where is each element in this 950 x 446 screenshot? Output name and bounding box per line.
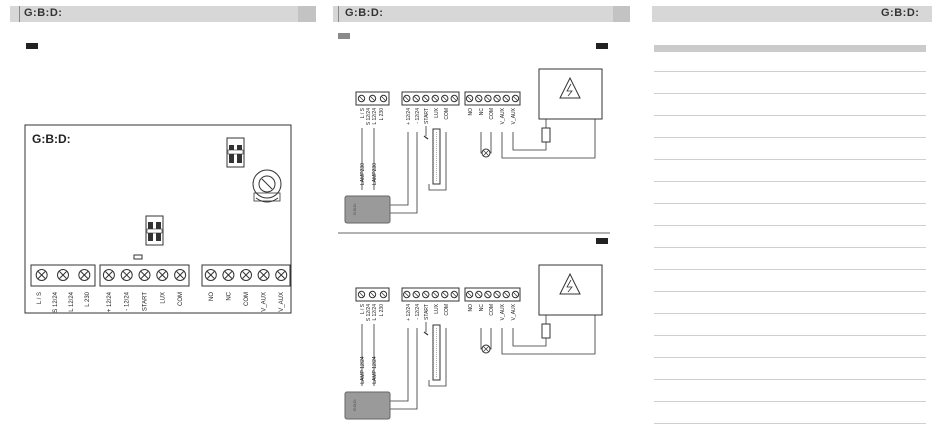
table-row-rule (654, 137, 926, 138)
diagram-terminal-label: NC (479, 304, 485, 312)
page2-logo: G:B:D: (345, 7, 384, 19)
page1-header (10, 6, 316, 22)
terminal-label: L / S (37, 292, 43, 304)
terminal-label: - 12/24 (125, 291, 131, 310)
diagram-terminal-block (401, 287, 460, 302)
terminal-label: L 12/24 (69, 291, 75, 311)
diagram-terminal-label: LUX (434, 107, 440, 117)
diagram-terminal-label: L 12/24 (372, 108, 378, 125)
terminal-label: + 12/24 (107, 291, 113, 312)
diagram-terminal-label: + 12/24 (406, 304, 412, 321)
page1-logo: G:B:D: (24, 7, 63, 19)
diagram-terminal-label: COM (444, 108, 450, 120)
diagram-terminal-label: L 230 (379, 304, 385, 317)
diagram-terminal-label: L 12/24 (372, 304, 378, 321)
board-logo: G:B:D: (32, 132, 71, 146)
module-logo: G:B:D: (352, 399, 357, 411)
page2-header-separator (338, 6, 339, 22)
table-row-rule (654, 159, 926, 160)
terminal-label: S 12/24 (53, 291, 59, 312)
resistor (541, 127, 551, 143)
table-row-rule (654, 269, 926, 270)
diagram-bottom-mark (596, 238, 608, 244)
terminal-label: COM (178, 292, 184, 306)
diagram-terminal-label: S 12/24 (366, 108, 372, 125)
page2-section-mark (338, 33, 350, 39)
page3-logo: G:B:D: (881, 7, 920, 19)
diagram-terminal-label: S 12/24 (366, 304, 372, 321)
diagram-terminal-label: L 230 (379, 108, 385, 121)
table-row-rule (654, 335, 926, 336)
table-row-rule (654, 313, 926, 314)
lamp-label: LAMP 12/24 (372, 356, 378, 384)
terminal-label: V_AUX (279, 292, 285, 312)
lamp-label: LAMP 12/24 (360, 356, 366, 384)
table-row-rule (654, 181, 926, 182)
page1-header-separator (19, 6, 20, 22)
diagram-terminal-label: NO (468, 108, 474, 116)
table-row-rule (654, 379, 926, 380)
table-row-rule (654, 115, 926, 116)
diagram-terminal-label: V_AUX (500, 107, 506, 124)
warning-icon (559, 76, 581, 99)
page1-header-tab (298, 6, 316, 22)
diagram-terminal-label: COM (489, 108, 495, 120)
table-row-rule (654, 203, 926, 204)
page2-header (333, 6, 630, 22)
table-header-bar (654, 45, 926, 52)
module-logo: G:B:D: (352, 203, 357, 215)
terminal-label: NC (226, 291, 232, 300)
diagram-terminal-label: L / S (360, 303, 366, 314)
receiver-module (344, 195, 391, 224)
table-row-rule (654, 423, 926, 424)
table-row-rule (654, 357, 926, 358)
table-row-rule (654, 247, 926, 248)
diagram-terminal-label: START (424, 108, 430, 124)
diagram-terminal-label: V_AUX (511, 107, 517, 124)
table-row-rule (654, 225, 926, 226)
terminal-label: V_AUX (262, 292, 268, 312)
terminal-label: START (143, 292, 149, 311)
page1-section-mark (26, 43, 38, 49)
diagram-terminal-label: LUX (434, 303, 440, 313)
receiver-module (344, 391, 391, 420)
table-row-rule (654, 401, 926, 402)
load-box (538, 264, 603, 316)
terminal-label: LUX (160, 292, 166, 304)
terminal-label: NO (209, 292, 215, 301)
page2-header-tab (613, 6, 630, 22)
diagram-terminal-label: L / S (360, 107, 366, 118)
diagram-terminal-label: V_AUX (500, 303, 506, 320)
resistor (541, 323, 551, 339)
diagram-terminal-label: NC (479, 108, 485, 116)
diagram-terminal-label: NO (468, 304, 474, 312)
table-row-rule (654, 71, 926, 72)
diagram-terminal-label: + 12/24 (406, 108, 412, 125)
lamp-label: LAMP230 (360, 163, 366, 185)
warning-icon (559, 272, 581, 295)
diagram-terminal-label: COM (489, 304, 495, 316)
diagram-top-mark (596, 43, 608, 49)
table-row-rule (654, 93, 926, 94)
terminal-label: COM (244, 292, 250, 306)
page3-header (652, 6, 932, 22)
diagram-terminal-label: COM (444, 304, 450, 316)
diagram-terminal-label: - 12/24 (415, 304, 421, 320)
diagram-terminal-block (401, 91, 460, 106)
terminal-label: L 230 (85, 291, 91, 306)
lamp-label: LAMP230 (372, 163, 378, 185)
diagram-terminal-label: - 12/24 (415, 108, 421, 124)
diagram-terminal-label: START (424, 304, 430, 320)
table-row-rule (654, 291, 926, 292)
diagram-terminal-label: V_AUX (511, 303, 517, 320)
